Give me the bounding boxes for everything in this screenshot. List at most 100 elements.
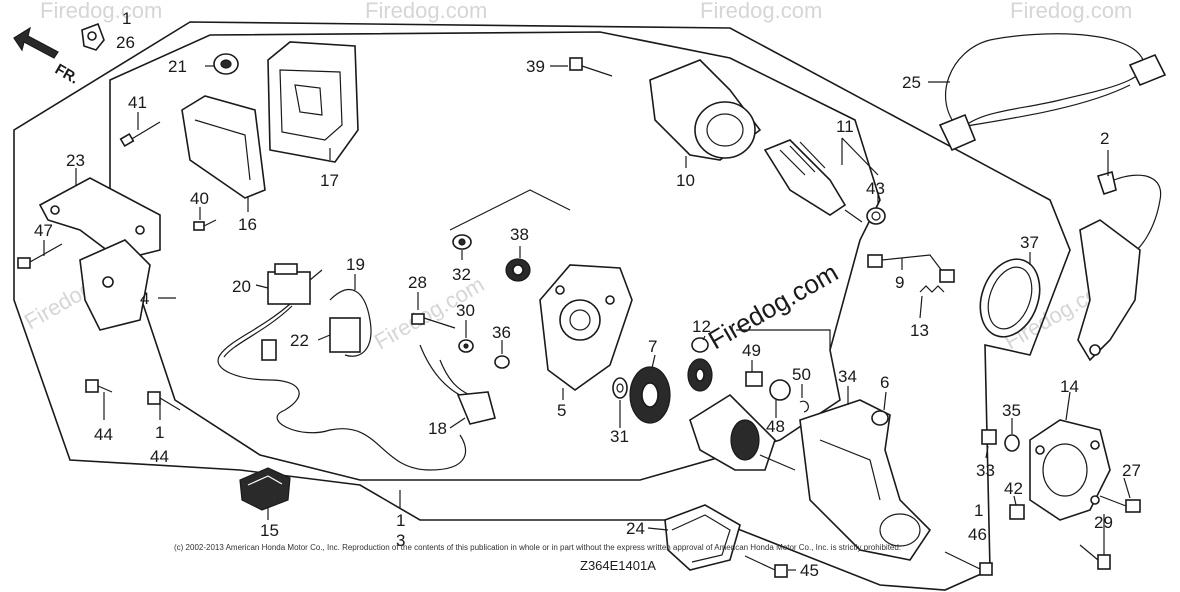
callout-number: 38 [510,225,529,244]
callout-number: 25 [902,73,921,92]
part-nut [494,355,510,369]
callout-number: 21 [168,57,187,76]
callout-number: 33 [976,461,995,480]
part-bolt [411,313,456,329]
part-wire [1096,170,1162,256]
part-wire-harness [217,289,467,471]
callout-number: 42 [1004,479,1023,498]
callout-number: 50 [792,365,811,384]
callout-number: 30 [456,301,475,320]
callout-number: 6 [880,373,889,392]
callout-number: 10 [676,171,695,190]
callout-number: 7 [648,337,657,356]
part-gasket-plate [1029,419,1111,521]
part-switch [267,263,323,305]
part-grommet [213,53,239,75]
callout-number: 39 [526,57,545,76]
part-gasket-ring [979,258,1041,338]
callout-number: 22 [290,331,309,350]
direction-label: FR. [52,61,81,88]
part-spring [919,285,945,293]
part-bolt [944,551,993,576]
part-end-plate [539,264,633,391]
callout-number: 24 [626,519,645,538]
callout-number: 5 [557,401,566,420]
callout-number: 12 [692,317,711,336]
part-drive-assembly [689,393,796,471]
callout-number: 46 [968,525,987,544]
callout-number: 16 [238,215,257,234]
part-washer [612,377,628,399]
callout-number: 47 [34,221,53,240]
callout-number: 44 [150,447,169,466]
callout-number: 15 [260,521,279,540]
part-bolt [147,391,181,411]
part-armature [763,139,863,223]
callout-number: 17 [320,171,339,190]
callout-number: 20 [232,277,251,296]
part-gear [629,366,671,424]
part-clip [81,22,105,51]
watermark-text: Firedog.com [40,0,162,23]
callout-number: 14 [1060,377,1079,396]
callout-number: 29 [1094,513,1113,532]
callout-number: 40 [190,189,209,208]
watermark-text: Firedog.com [365,0,487,23]
callout-number: 1 [122,9,131,28]
part-bearing [505,258,531,282]
watermark-text-center: Firedog.com [703,257,843,355]
callout-number: 18 [428,419,447,438]
part-gasket [664,504,741,571]
callout-number: 1 [396,511,405,530]
callout-number: 45 [800,561,819,580]
diagram-code: Z364E1401A [580,558,656,573]
callout-number: 28 [408,273,427,292]
part-bolt [569,57,613,77]
part-collar [981,429,997,445]
part-front-housing [799,399,932,561]
part-washer [458,339,474,353]
callout-number: 41 [128,93,147,112]
callout-number: 26 [116,33,135,52]
part-bolt [17,243,63,269]
callout-number: 35 [1002,401,1021,420]
part-bracket-right [1077,219,1141,362]
part-bolt [1079,544,1111,570]
callout-number: 2 [1100,129,1109,148]
part-terminal [419,344,496,425]
part-bolt [1099,495,1141,513]
leader-lines [43,65,1131,571]
part-cover [181,95,266,199]
part-retainer [799,400,809,413]
callout-number: 3 [396,531,405,550]
copyright-notice: (c) 2002-2013 American Honda Motor Co., … [174,543,901,552]
part-bolt [193,219,217,231]
callout-number: 1 [974,501,983,520]
part-motor-housing [649,59,762,161]
part-bracket-lower [79,239,151,331]
part-washer [1004,434,1020,452]
part-lead-wire [867,254,955,283]
callout-number: 23 [66,151,85,170]
part-collar [1009,504,1025,520]
callout-number: 36 [492,323,511,342]
part-washer [866,207,886,225]
callout-number: 4 [140,289,149,308]
part-spring [745,371,763,387]
assembly-frame [13,21,1071,591]
part-case [267,41,359,163]
part-bolt [744,555,788,578]
callout-numbers: 1 26 21 41 17 16 23 40 47 4 20 19 22 44 … [34,9,1141,580]
callout-number: 44 [94,425,113,444]
callout-number: 49 [742,341,761,360]
part-bolt [85,379,113,393]
callout-number: 34 [838,367,857,386]
part-clip-ring [691,337,709,353]
part-power-cord [938,33,1167,152]
watermark-text: Firedog.com [700,0,822,23]
callout-number: 37 [1020,233,1039,252]
callout-number: 43 [866,179,885,198]
watermark-text: Firedog.com [1010,0,1132,23]
callout-number: 48 [766,417,785,436]
